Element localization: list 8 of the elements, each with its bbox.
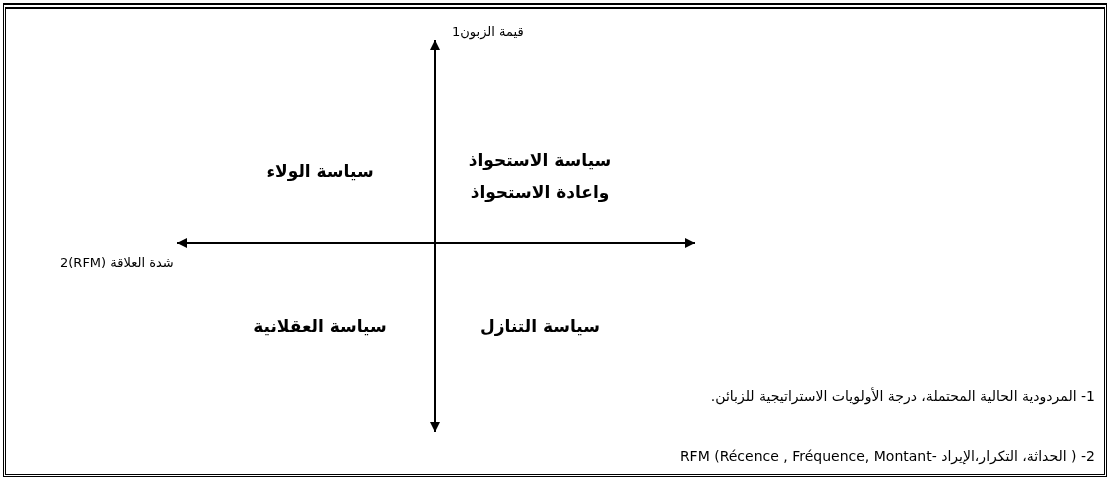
footnote: 1- المردودية الحالية المحتملة، درجة الأولويات الاستراتيجية للزبائن.	[709, 387, 1095, 406]
quadrant-label: سياسة الاستحواذ واعادة الاستحواذ	[467, 149, 613, 205]
quadrant-label: سياسة الولاء	[265, 160, 375, 183]
quadrant-label: سياسة التنازل	[479, 315, 601, 338]
quadrant-label: سياسة العقلانية	[252, 315, 388, 338]
axis-label: قيمة الزبون1	[452, 24, 525, 41]
axis-label: شدة العلاقة (RFM)2	[60, 255, 175, 272]
footnote: 2- ( الحداثة، التكرار،الإيراد -RFM (Récence , Fréquence, Montant	[678, 447, 1095, 466]
